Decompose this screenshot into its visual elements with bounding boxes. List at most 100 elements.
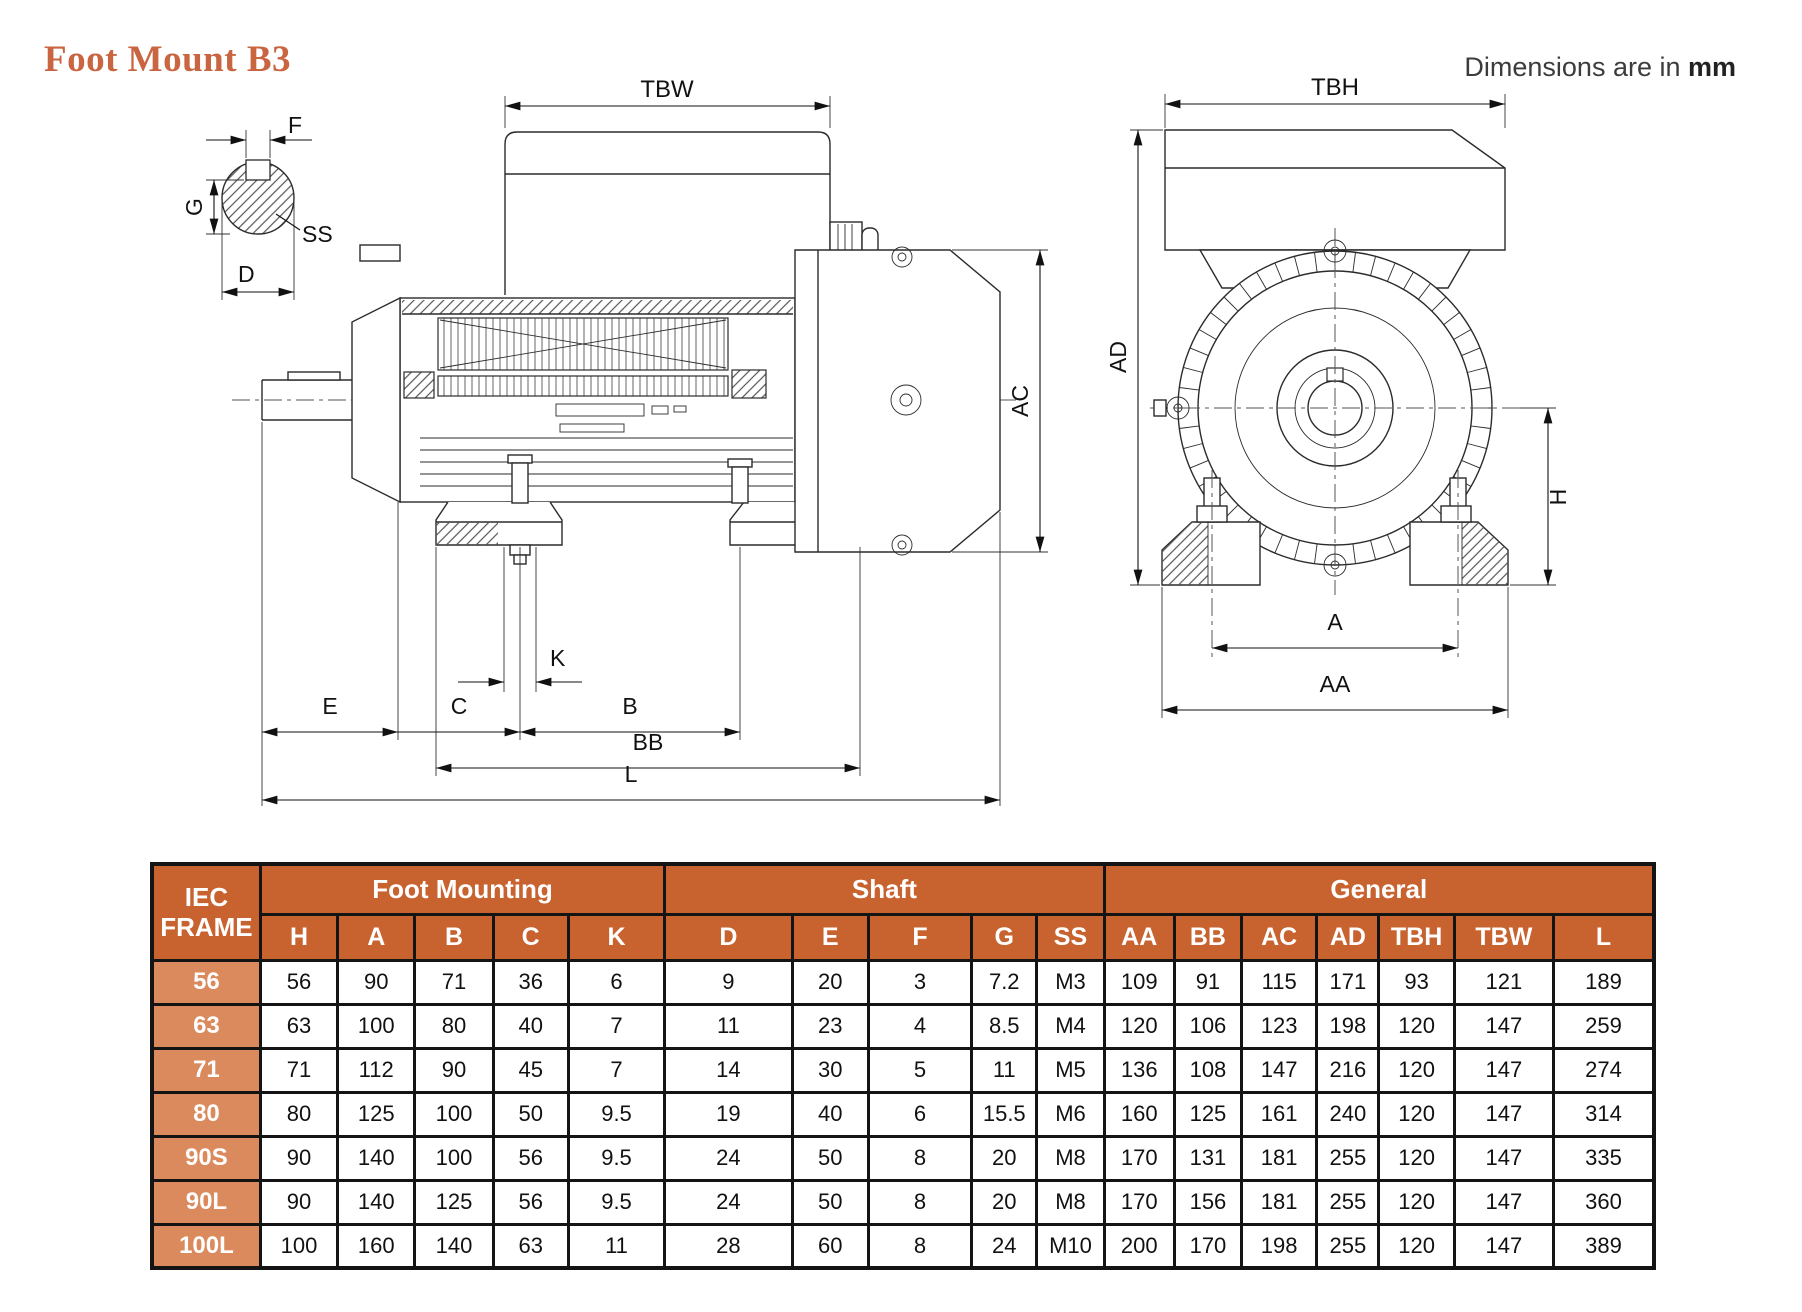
- col-header-ac: AC: [1240, 912, 1319, 962]
- frame-label: 56: [150, 958, 262, 1006]
- dimension-value: 389: [1552, 1222, 1656, 1270]
- cowl-screw-center: [890, 384, 922, 416]
- dim-label-h: H: [1545, 489, 1571, 506]
- dimension-value: 50: [790, 1178, 870, 1226]
- dimension-value: M3: [1035, 958, 1106, 1006]
- dimension-value: 20: [790, 958, 870, 1006]
- dimension-value: 71: [258, 1046, 340, 1094]
- dimension-value: 200: [1102, 1222, 1176, 1270]
- dimension-value: 120: [1377, 1134, 1456, 1182]
- dimension-value: 24: [663, 1178, 794, 1226]
- col-header-h: H: [258, 912, 340, 962]
- dimension-value: 9: [663, 958, 794, 1006]
- col-header-tbw: TBW: [1452, 912, 1556, 962]
- dimension-value: 90: [413, 1046, 495, 1094]
- dimension-value: 120: [1377, 1090, 1456, 1138]
- cowl-screw-bottom: [891, 534, 913, 556]
- dimension-value: 170: [1102, 1134, 1176, 1182]
- dimension-value: 120: [1377, 1222, 1456, 1270]
- dim-label-l: L: [625, 761, 638, 787]
- dimension-value: M4: [1035, 1002, 1106, 1050]
- col-header-f: F: [866, 912, 974, 962]
- dimension-value: 90: [336, 958, 417, 1006]
- dimension-value: 45: [491, 1046, 570, 1094]
- dimension-value: 147: [1452, 1134, 1556, 1182]
- dimension-value: 216: [1315, 1046, 1381, 1094]
- dimension-value: 120: [1102, 1002, 1176, 1050]
- dim-label-aa: AA: [1320, 671, 1351, 697]
- col-header-e: E: [790, 912, 870, 962]
- frame-label: 71: [150, 1046, 262, 1094]
- dimension-value: 160: [1102, 1090, 1176, 1138]
- dimension-value: 90: [258, 1134, 340, 1182]
- dimension-value: 125: [336, 1090, 417, 1138]
- shaft-key: [287, 371, 341, 381]
- col-header-l: L: [1552, 912, 1656, 962]
- dimension-value: 181: [1240, 1134, 1319, 1182]
- page-title: Foot Mount B3: [44, 39, 291, 80]
- frame-label: 63: [150, 1002, 262, 1050]
- dimension-value: 140: [336, 1178, 417, 1226]
- dimension-value: 123: [1240, 1002, 1319, 1050]
- frame-label: 90L: [150, 1178, 262, 1226]
- dimension-value: 147: [1452, 1002, 1556, 1050]
- dimension-value: 8: [866, 1134, 974, 1182]
- dimension-value: 14: [663, 1046, 794, 1094]
- dimension-value: 93: [1377, 958, 1456, 1006]
- dimension-value: 8: [866, 1178, 974, 1226]
- dimension-value: 156: [1172, 1178, 1244, 1226]
- motor-front-view: TBH: [1105, 74, 1571, 718]
- dimension-value: 106: [1172, 1002, 1244, 1050]
- dimension-value: 80: [413, 1002, 495, 1050]
- dimension-value: 259: [1552, 1002, 1656, 1050]
- dimension-value: 20: [970, 1134, 1039, 1182]
- dimension-value: 50: [790, 1134, 870, 1182]
- col-header-d: D: [663, 912, 794, 962]
- dimension-value: 7.2: [970, 958, 1039, 1006]
- dimension-value: 109: [1102, 958, 1176, 1006]
- dimension-value: 160: [336, 1222, 417, 1270]
- dimension-value: 60: [790, 1222, 870, 1270]
- dimension-value: 189: [1552, 958, 1656, 1006]
- dim-label-d: D: [238, 261, 255, 287]
- dimension-value: 56: [491, 1134, 570, 1182]
- dim-label-b: B: [622, 693, 637, 719]
- col-header-k: K: [566, 912, 667, 962]
- dimension-value: 3: [866, 958, 974, 1006]
- dim-label-tbh: TBH: [1311, 74, 1359, 101]
- dimension-value: 255: [1315, 1222, 1381, 1270]
- dimension-value: M8: [1035, 1134, 1106, 1182]
- dimension-value: 15.5: [970, 1090, 1039, 1138]
- dimension-value: 100: [336, 1002, 417, 1050]
- technical-drawing: F G D SS TBW: [181, 74, 1571, 806]
- dim-label-bb: BB: [633, 729, 664, 755]
- dimension-value: 120: [1377, 1178, 1456, 1226]
- frame-label: 100L: [150, 1222, 262, 1270]
- dimension-value: 11: [970, 1046, 1039, 1094]
- dimension-value: 120: [1377, 1002, 1456, 1050]
- dimension-value: 100: [413, 1134, 495, 1182]
- dimension-value: M5: [1035, 1046, 1106, 1094]
- dimension-value: 19: [663, 1090, 794, 1138]
- dimension-value: 255: [1315, 1178, 1381, 1226]
- dimension-value: 147: [1452, 1046, 1556, 1094]
- col-header-c: C: [491, 912, 570, 962]
- dimension-value: 181: [1240, 1178, 1319, 1226]
- dimension-value: 274: [1552, 1046, 1656, 1094]
- dimension-value: 8: [866, 1222, 974, 1270]
- dimension-value: 170: [1102, 1178, 1176, 1226]
- dimension-value: 6: [866, 1090, 974, 1138]
- dimension-value: 140: [336, 1134, 417, 1182]
- frame-label: 80: [150, 1090, 262, 1138]
- units-note-text: Dimensions are in: [1464, 52, 1688, 82]
- dimension-value: 100: [258, 1222, 340, 1270]
- col-header-iec-frame: IEC FRAME: [150, 862, 262, 962]
- dimension-value: 23: [790, 1002, 870, 1050]
- dimension-value: 4: [866, 1002, 974, 1050]
- shaft-section-detail: F G D SS: [181, 112, 333, 300]
